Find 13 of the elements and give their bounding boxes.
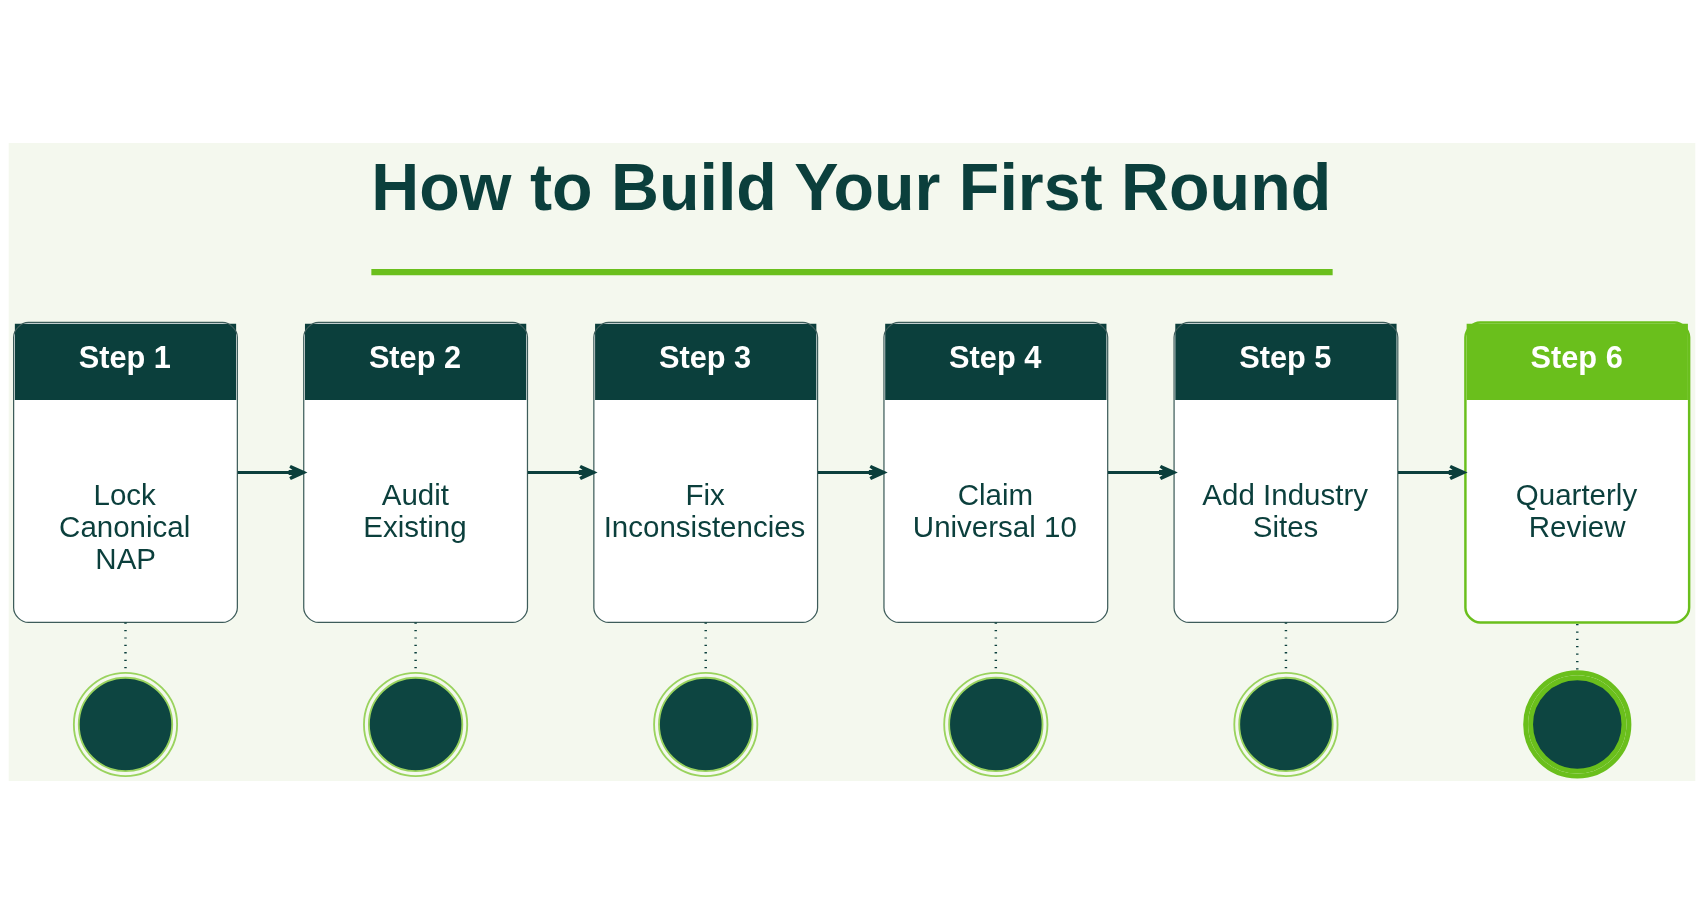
node-circle [653, 671, 759, 777]
connector [1576, 623, 1579, 672]
node-circle [1523, 669, 1632, 779]
arrow [1108, 464, 1176, 480]
arrow [1398, 464, 1466, 480]
arrow [237, 464, 306, 480]
node-circle [72, 671, 179, 777]
diagram-title: How to Build Your First Round [371, 149, 1332, 224]
node-circle [943, 671, 1049, 777]
arrow [817, 464, 886, 480]
arrow [527, 464, 596, 480]
node-circle [1233, 671, 1339, 777]
node-circle [363, 671, 469, 777]
